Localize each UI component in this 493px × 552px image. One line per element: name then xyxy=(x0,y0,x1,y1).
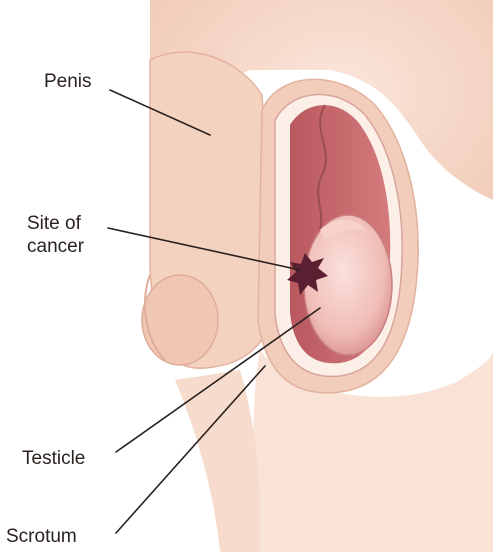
penis-shape xyxy=(142,52,275,368)
scrotum-label: Scrotum xyxy=(6,525,77,548)
testicle-label: Testicle xyxy=(22,447,85,470)
penis-label: Penis xyxy=(44,70,92,93)
site-of-cancer-label: Site of cancer xyxy=(27,212,84,258)
testicle-shape xyxy=(304,215,392,355)
